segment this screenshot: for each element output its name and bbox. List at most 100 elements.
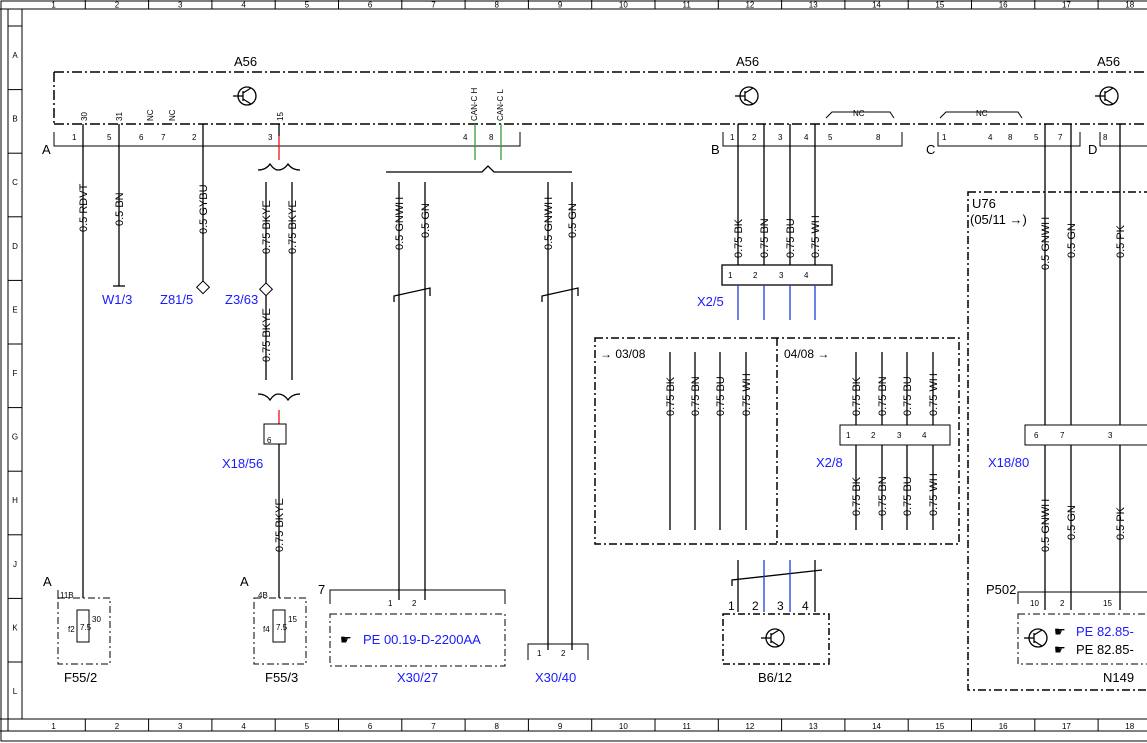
grid-column-label: 11 — [682, 722, 691, 731]
ground-diamond-icon — [258, 282, 274, 297]
z81-5-label[interactable]: Z81/5 — [160, 292, 193, 307]
fuse-rating: 7.5 — [276, 623, 288, 632]
grid-column-label: 3 — [178, 722, 183, 731]
connector-a-label: A — [42, 142, 51, 157]
x30-27-label[interactable]: X30/27 — [397, 670, 438, 685]
pin-label: 15 — [276, 112, 285, 121]
pe-n149-link-2[interactable]: PE 82.85- — [1076, 642, 1134, 657]
x30-40-label[interactable]: X30/40 — [535, 670, 576, 685]
wire-label: 0.75 BKYE — [274, 498, 286, 552]
pin-number: 15 — [1103, 599, 1112, 608]
n149-label: N149 — [1103, 670, 1134, 685]
fuse-pin: 30 — [92, 615, 101, 624]
fuse-a-label: A — [43, 574, 52, 589]
pin-number: 5 — [107, 133, 112, 142]
pin-number: 7 — [1058, 133, 1063, 142]
nc-label: NC — [976, 109, 988, 118]
pin-number: 3 — [897, 431, 902, 440]
grid-column-label: 5 — [305, 722, 310, 731]
pin-number: 1 — [730, 133, 735, 142]
grid-column-markers: 1122334455667788991010111112121313141415… — [51, 0, 1135, 731]
grid-column-label: 12 — [745, 1, 754, 10]
pin-number: 2 — [871, 431, 876, 440]
ground-diamond-icon — [195, 280, 211, 295]
pin-number: 2 — [192, 133, 197, 142]
grid-column-label: 10 — [619, 722, 628, 731]
wire-label: 0.5 GNWH — [394, 197, 406, 250]
pin-number: 3 — [777, 599, 784, 613]
grid-column-label: 13 — [809, 1, 818, 10]
grid-column-label: 11 — [682, 1, 691, 10]
pin-label: CAN-C H — [470, 87, 479, 121]
connector-c-label: C — [926, 142, 935, 157]
pin-number: 2 — [1060, 599, 1065, 608]
pin-label: NC — [146, 109, 155, 121]
pin-number: 1 — [846, 431, 851, 440]
u76-date: (05/11 →) — [970, 212, 1027, 227]
wire-label: 0.75 WH — [741, 373, 753, 416]
pin-number: 7 — [161, 133, 166, 142]
x18-56-label[interactable]: X18/56 — [222, 456, 263, 471]
grid-column-label: 18 — [1125, 1, 1134, 10]
grid-row-label: A — [12, 51, 18, 60]
wire-label: 0.75 BN — [877, 376, 889, 416]
transistor-icon — [1095, 86, 1119, 106]
grid-column-label: 2 — [115, 1, 120, 10]
grid-row-label: B — [12, 115, 17, 124]
x2-8-label[interactable]: X2/8 — [816, 455, 843, 470]
grid-column-label: 13 — [809, 722, 818, 731]
fuse-a-label: A — [240, 574, 249, 589]
grid-column-label: 8 — [495, 1, 500, 10]
pin-number: 4 — [988, 133, 993, 142]
pin-number: 4 — [463, 133, 468, 142]
fuse-pin: 11B — [60, 591, 74, 600]
pin-number: 1 — [728, 599, 735, 613]
grid-row-label: F — [13, 369, 18, 378]
a56-mid-label: A56 — [736, 54, 759, 69]
z3-63-label[interactable]: Z3/63 — [225, 292, 258, 307]
pin-number: 5 — [828, 133, 833, 142]
pin-number: 8 — [489, 133, 494, 142]
pin-number: 7 — [1060, 431, 1065, 440]
pe-n149-link-1[interactable]: PE 82.85- — [1076, 624, 1134, 639]
pe-icon: ☛ — [1054, 642, 1066, 657]
pin-number: 3 — [1108, 431, 1113, 440]
pin-number: 4 — [804, 133, 809, 142]
fuse-pin: 15 — [288, 615, 297, 624]
wire-label: 0.75 WH — [928, 373, 940, 416]
grid-column-label: 5 — [305, 1, 310, 10]
connector-b-label: B — [711, 142, 720, 157]
u76-label: U76 — [972, 196, 996, 211]
pin-number: 3 — [779, 271, 784, 280]
wire-label: 0.75 BK — [733, 218, 745, 258]
pin-number: 4 — [802, 599, 809, 613]
x18-80-label[interactable]: X18/80 — [988, 455, 1029, 470]
pin-number: 6 — [267, 436, 272, 445]
wire-label: 0.5 GN — [1066, 505, 1078, 540]
wire-label: 0.5 GN — [420, 203, 432, 238]
grid-row-label: E — [12, 305, 17, 314]
pin-number: 2 — [752, 133, 757, 142]
pe-x30-27-link[interactable]: PE 00.19-D-2200AA — [363, 632, 481, 647]
grid-column-label: 1 — [51, 1, 56, 10]
wire-label: 0.5 BN — [114, 192, 126, 226]
wire-label: 0.75 BN — [759, 218, 771, 258]
grid-column-label: 2 — [115, 722, 120, 731]
a56-right-label: A56 — [1097, 54, 1120, 69]
fuse-pin: f2 — [68, 625, 75, 634]
wire-label: 0.5 GYBU — [198, 184, 210, 234]
wire-label: 0.75 BU — [902, 376, 914, 416]
pin-number: 6 — [139, 133, 144, 142]
wire-label: 0.75 BU — [785, 218, 797, 258]
grid-column-label: 7 — [431, 1, 436, 10]
wire-label: 0.75 BKYE — [261, 308, 273, 362]
grid-column-label: 6 — [368, 1, 373, 10]
x2-5-label[interactable]: X2/5 — [697, 294, 724, 309]
grid-row-label: L — [13, 687, 18, 696]
w1-3-label[interactable]: W1/3 — [102, 292, 132, 307]
p502-label: P502 — [986, 582, 1016, 597]
wire-label: 0.75 BKYE — [287, 200, 299, 254]
pin-number: 2 — [753, 271, 758, 280]
grid-column-label: 3 — [178, 1, 183, 10]
